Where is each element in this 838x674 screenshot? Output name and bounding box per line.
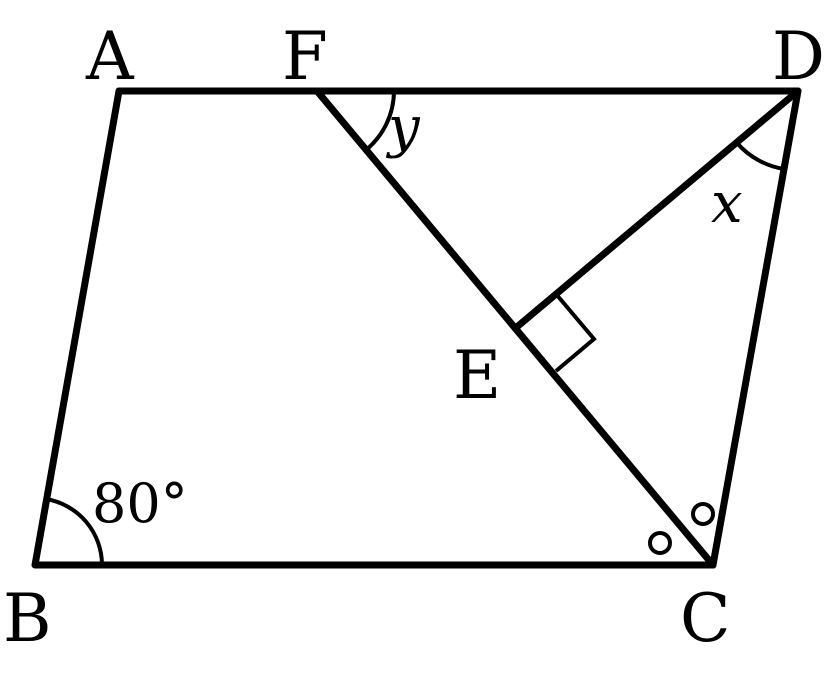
angle-y-label: y [385,95,421,160]
angle-y-arc [364,90,396,152]
point-label-e: E [453,337,501,414]
point-label-b: B [3,580,52,657]
point-label-c: C [680,580,731,657]
segment-de [514,87,802,330]
segment-fc [313,87,717,569]
angle-b-arc [45,497,104,566]
angle-x-label: x [711,171,743,236]
angle-x-arc [735,141,785,171]
right-angle-marker [554,292,597,373]
point-label-a: A [85,18,135,95]
equal-angle-marker-upper [691,502,715,526]
point-label-f: F [282,18,328,95]
point-label-d: D [772,18,825,95]
equal-angle-marker-lower [648,531,672,555]
angle-b-label: 80° [92,472,188,535]
